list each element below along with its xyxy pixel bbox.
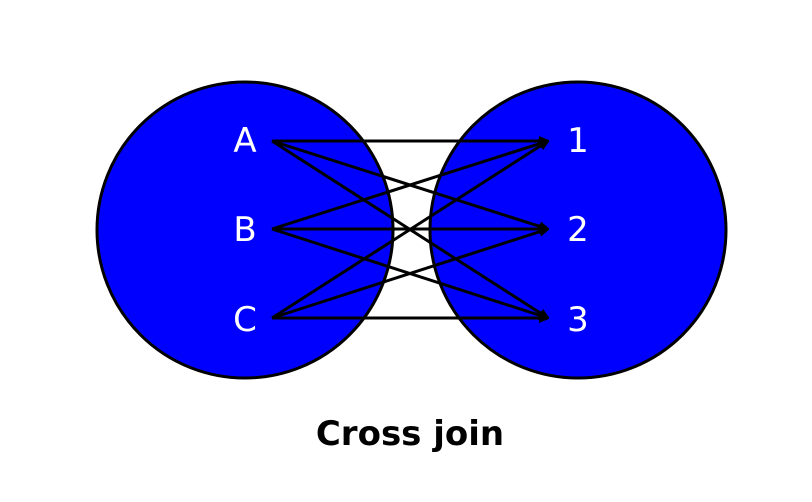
right-item-label-3: 3	[567, 300, 589, 340]
join-arrows	[271, 141, 548, 320]
left-item-label-a: A	[233, 121, 256, 161]
right-item-label-1: 1	[567, 121, 589, 161]
arrow-c-to-1	[271, 141, 548, 320]
left-item-label-b: B	[233, 210, 256, 250]
left-item-label-c: C	[233, 300, 257, 340]
diagram-caption: Cross join	[316, 414, 504, 454]
right-item-label-2: 2	[567, 210, 589, 250]
arrow-c-to-2	[271, 229, 548, 320]
arrow-b-to-1	[271, 141, 548, 231]
